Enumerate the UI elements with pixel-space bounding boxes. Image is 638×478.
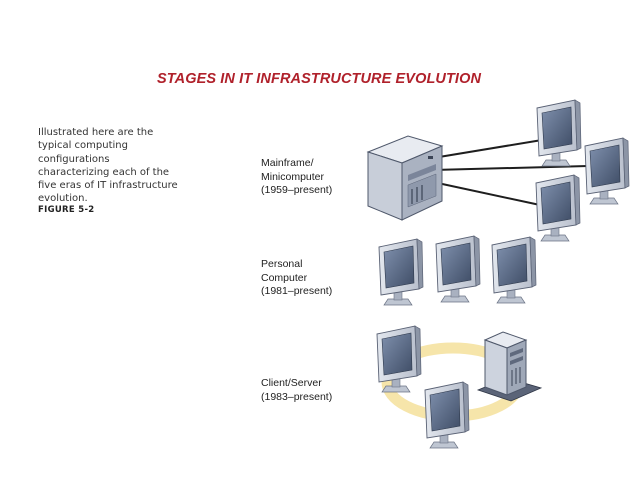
- personal-computer-monitor-icon: [378, 238, 424, 306]
- figure-label: FIGURE 5-2: [38, 205, 95, 215]
- page-title: STAGES IN IT INFRASTRUCTURE EVOLUTION: [156, 71, 482, 87]
- stage-name: Personal: [261, 258, 303, 270]
- caption-line: typical computing: [38, 140, 128, 152]
- mainframe-computer-icon: [366, 135, 444, 221]
- personal-computer-monitor-icon: [491, 236, 537, 304]
- stage-name: Mainframe/: [261, 157, 314, 169]
- caption-line: five eras of IT infrastructure: [38, 180, 178, 192]
- terminal-monitor-icon: [584, 137, 630, 205]
- client-monitor-icon: [424, 381, 470, 449]
- server-tower-icon: [476, 331, 543, 402]
- caption-line: configurations: [38, 153, 110, 165]
- terminal-monitor-icon: [535, 174, 581, 242]
- terminal-monitor-icon: [536, 99, 582, 167]
- figure-caption: Illustrated here are the typical computi…: [38, 126, 198, 206]
- caption-line: characterizing each of the: [38, 166, 170, 178]
- stage-label-client-server: Client/Server (1983–present): [261, 377, 332, 404]
- mainframe-connection-lines: [432, 139, 589, 206]
- caption-line: evolution.: [38, 193, 88, 205]
- stage-name-line2: Minicomputer: [261, 170, 325, 183]
- stage-name: Client/Server: [261, 377, 322, 389]
- personal-computer-monitor-icon: [435, 235, 481, 303]
- stage-years: (1983–present): [261, 390, 333, 403]
- stage-label-mainframe: Mainframe/ Minicomputer (1959–present): [261, 157, 332, 198]
- stage-name-line2: Computer: [261, 271, 308, 284]
- stage-label-personal-computer: Personal Computer (1981–present): [261, 258, 332, 299]
- stage-years: (1959–present): [261, 184, 333, 196]
- caption-line: Illustrated here are the: [38, 127, 154, 138]
- stage-years: (1981–present): [261, 285, 333, 297]
